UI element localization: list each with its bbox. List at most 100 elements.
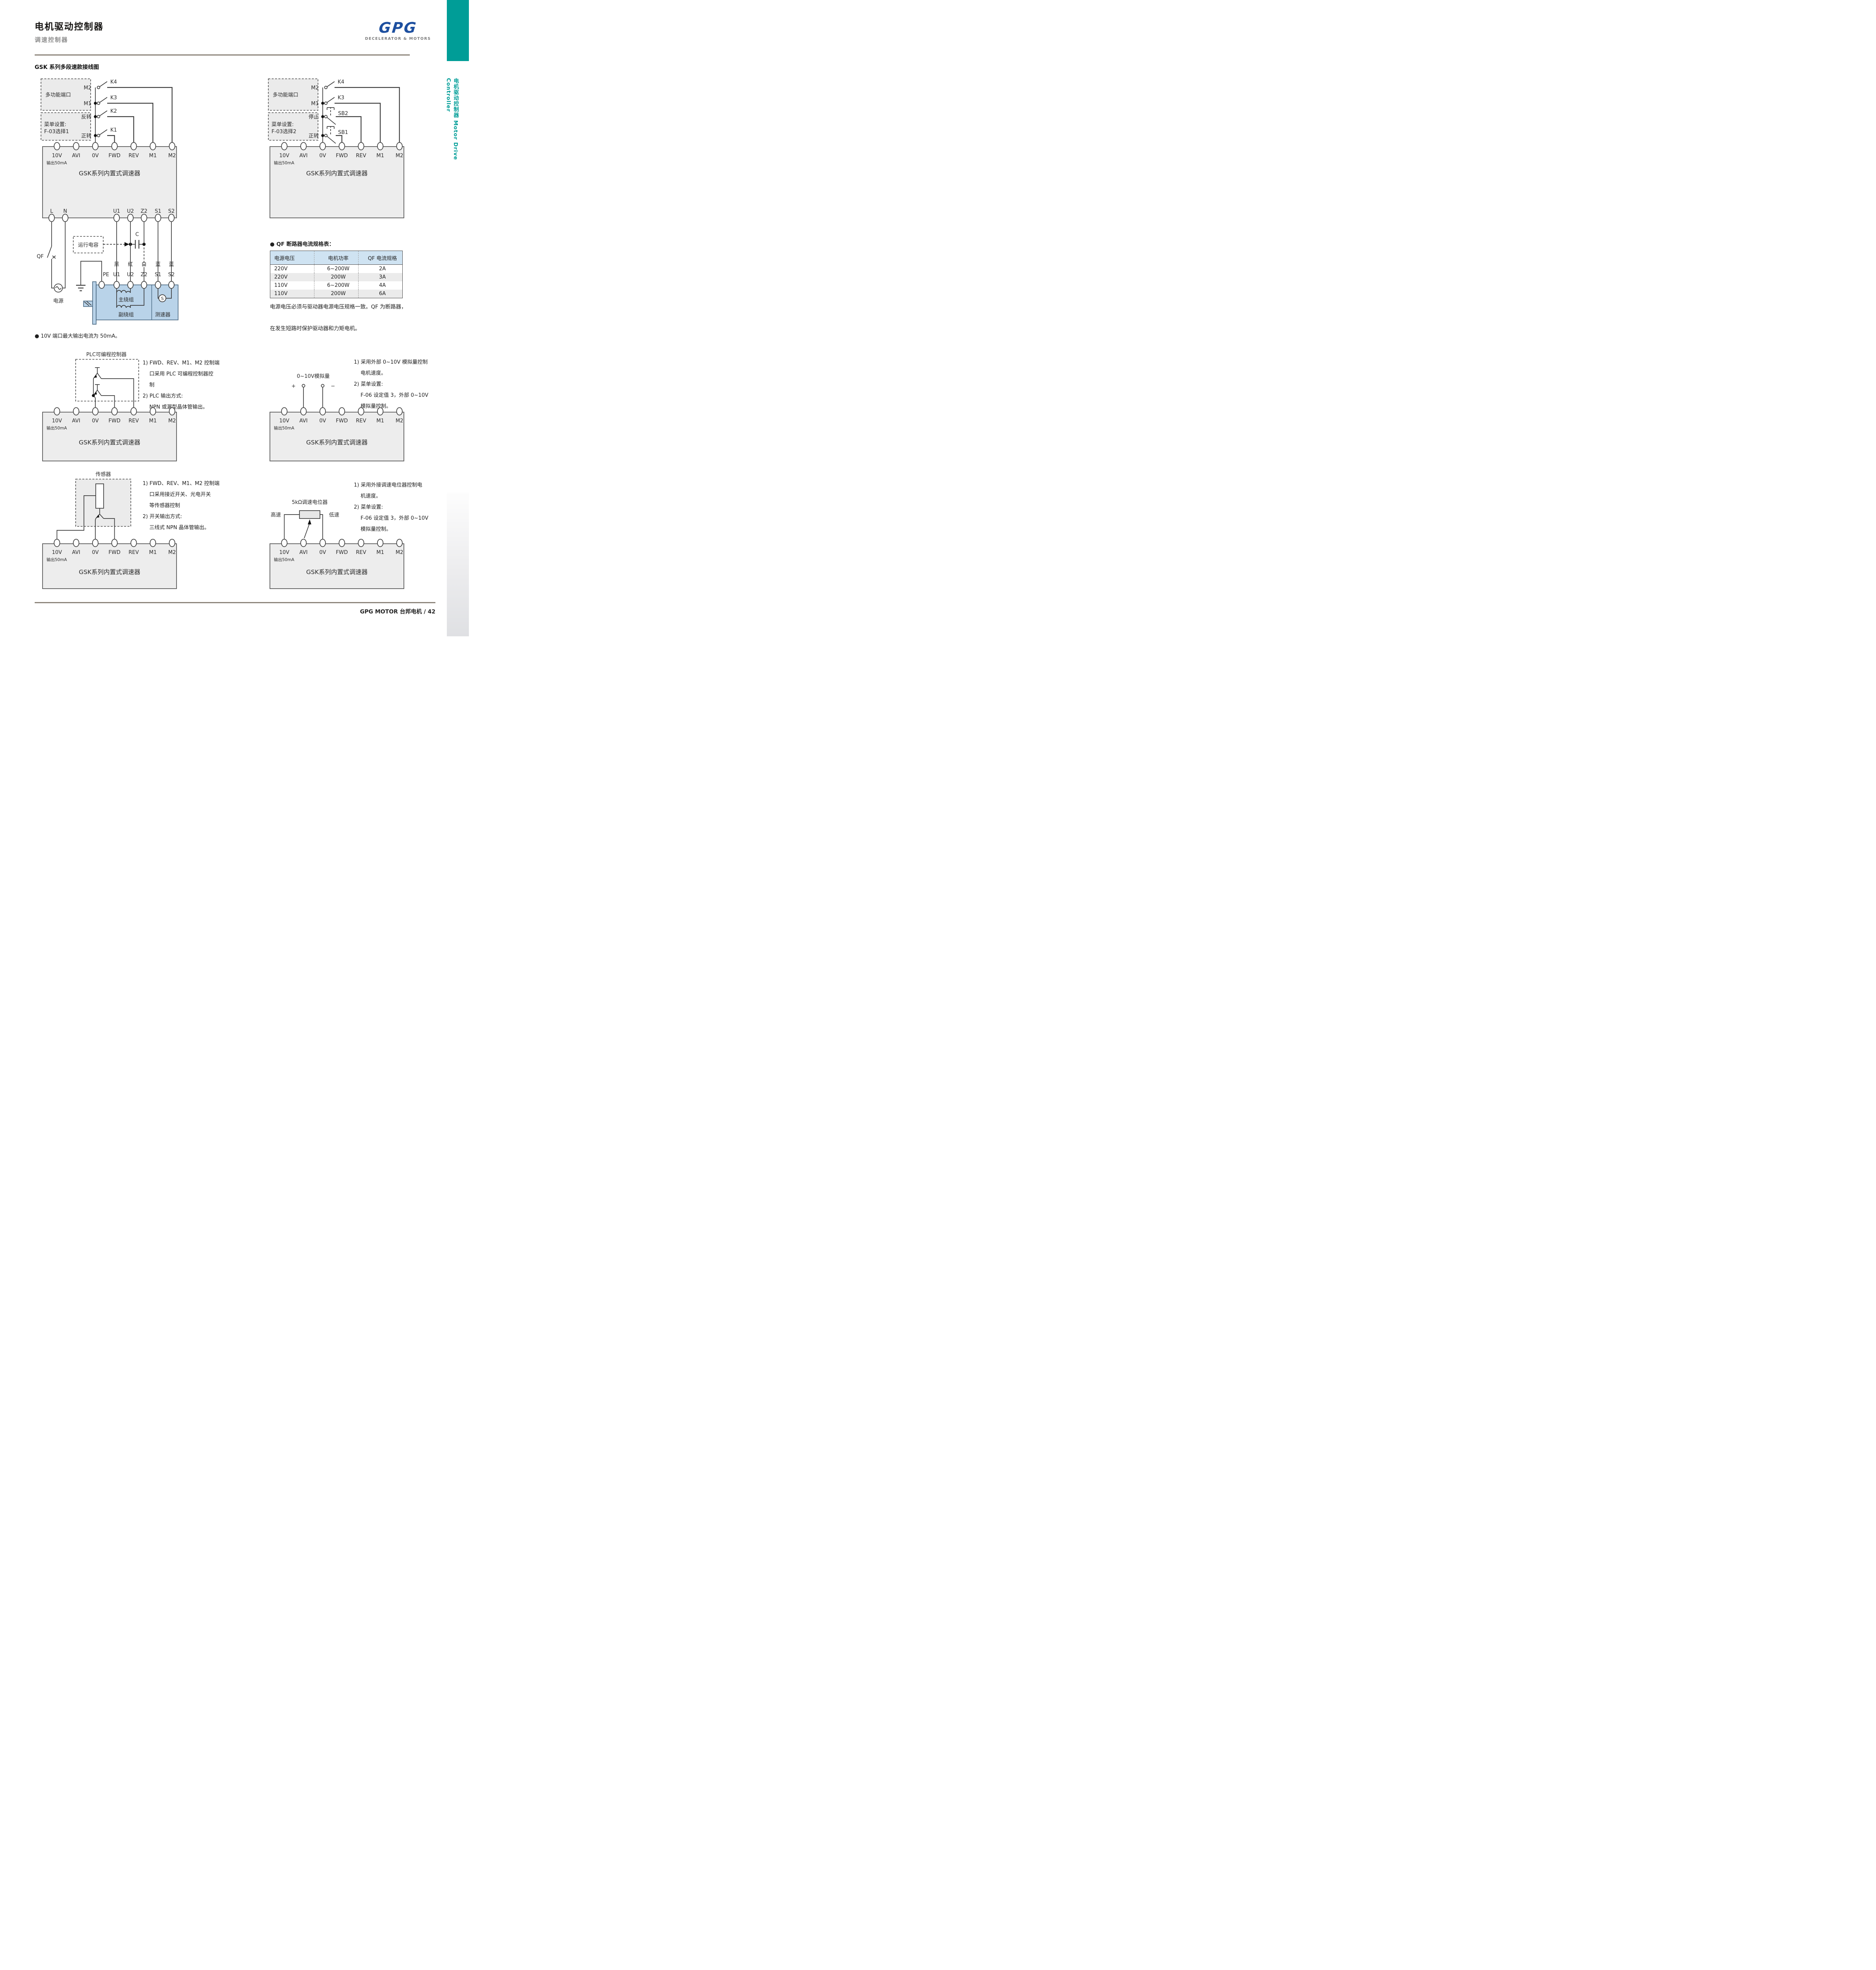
table-row: 220V 6~200W 2A: [270, 264, 403, 273]
cell-qf: 2A: [358, 264, 403, 273]
note-line: 2) 菜单设置:: [354, 381, 383, 387]
controller-box-topleft: 10V AVI 0V FWD REV M1 M2 输出50mA GSK系列内置式…: [42, 142, 177, 222]
page-title: 电机驱动控制器: [35, 22, 104, 32]
plc-diagram-notes: 1) FWD、REV、M1、M2 控制端 口采用 PLC 可编程控制器控 制 2…: [143, 358, 219, 413]
analog-diagram-notes: 1) 采用外部 0~10V 模拟量控制 电机速度。 2) 菜单设置: F-06 …: [354, 357, 428, 412]
terminal-label: REV: [356, 550, 366, 556]
multiport-label: 多功能端口: [45, 92, 71, 98]
bottom-terminal-label: Z2: [141, 208, 147, 214]
minus-label: −: [331, 383, 335, 389]
wire-color-label: 蓝: [169, 262, 174, 268]
terminal-label: AVI: [72, 153, 80, 159]
qf-label: QF: [37, 254, 44, 260]
k4-label: K4: [338, 79, 344, 85]
table-row: 110V 200W 6A: [270, 290, 403, 298]
bottom-terminal-label: S1: [155, 208, 162, 214]
cell-voltage: 110V: [270, 290, 314, 298]
note-line: 等传感器控制: [149, 503, 180, 509]
note-line: 模拟量控制。: [361, 403, 392, 409]
qf-current-spec-table: 电源电压 电机功率 QF 电流规格 220V 6~200W 2A 220V 20…: [270, 251, 403, 298]
controller-box-topright: 10V AVI 0V FWD REV M1 M2 输出50mA GSK系列内置式…: [270, 142, 404, 218]
stop-label: 停止: [309, 114, 319, 120]
terminal-label: AVI: [299, 153, 308, 159]
terminal-label: 0V: [92, 418, 99, 424]
motor-terminal-label: Z2: [141, 272, 147, 278]
plc-title: PLC可编程控制器: [86, 352, 126, 358]
terminal-label: M1: [149, 153, 157, 159]
terminal-label: FWD: [336, 550, 348, 556]
motor-body: [96, 284, 178, 320]
terminal-label: AVI: [72, 418, 80, 424]
note-line: 1) FWD、REV、M1、M2 控制端: [143, 481, 220, 487]
controller-name: GSK系列内置式调速器: [306, 439, 368, 446]
sidebar-accent-block: [447, 0, 469, 61]
qf-table-bullet: ● QF 断路器电流规格表：: [270, 241, 335, 247]
note-line: 1) 采用外接调速电位器控制电: [354, 482, 422, 488]
multiport-dashed-box: [268, 78, 318, 111]
k2-label: K2: [110, 108, 117, 114]
note-line: 口采用 PLC 可编程控制器控: [149, 371, 214, 377]
fwd-label: 正转: [309, 133, 319, 139]
terminal-label: REV: [128, 550, 139, 556]
diagram-analog-input: 0~10V模拟量 + −: [292, 374, 335, 408]
terminal-label: FWD: [108, 153, 120, 159]
cell-qf: 4A: [358, 281, 403, 290]
wire-color-label: 蓝: [155, 262, 160, 268]
pe-label: PE: [103, 272, 109, 278]
sensor-body: [95, 483, 104, 509]
footer-page-label: GPG MOTOR 台邦电机 / 42: [360, 609, 435, 615]
bottom-terminal-label: U2: [127, 208, 134, 214]
terminal-label: 0V: [92, 550, 99, 556]
note-line: 三线式 NPN 晶体管输出。: [149, 525, 210, 531]
output-current-label: 输出50mA: [46, 426, 67, 431]
diagram-sensor: 传感器: [56, 471, 131, 539]
terminal-label: 0V: [319, 550, 326, 556]
diagram-plc: PLC可编程控制器: [75, 352, 139, 408]
terminal-label: 10V: [52, 550, 62, 556]
terminal-label: M2: [168, 550, 176, 556]
tacho-s: S: [161, 296, 164, 301]
terminal-label: REV: [356, 418, 366, 424]
terminal-label: FWD: [336, 418, 348, 424]
qf-table-note: 电源电压必须与驱动器电源电压规格一致。QF 为断路器， 在发生短路时保护驱动器和…: [270, 296, 407, 340]
footer-rule: [35, 602, 435, 603]
motor-terminal-label: U1: [113, 272, 120, 278]
menu-line1: 菜单设置:: [271, 122, 294, 128]
menu-dashed-box: [41, 112, 91, 141]
cap-label: C: [135, 232, 139, 238]
output-current-label: 输出50mA: [46, 557, 67, 562]
terminal-label: 10V: [279, 153, 290, 159]
wire-color-label: 红: [128, 261, 133, 268]
cell-qf: 6A: [358, 290, 403, 298]
wiper-arrow: [308, 519, 311, 524]
logo-tagline: DECELERATOR & MOTORS: [365, 37, 431, 41]
note-line: 模拟量控制。: [361, 526, 392, 532]
terminal-label: M2: [168, 418, 176, 424]
cell-power: 6~200W: [314, 264, 359, 273]
brand-logo: GPG DECELERATOR & MOTORS: [357, 19, 439, 41]
note-line: 2) 开关输出方式:: [143, 514, 182, 520]
menu-line2: F-03选择2: [271, 129, 296, 135]
controller-box-bottomright: 10V AVI 0V FWD REV M1 M2 输出50mA GSK系列内置式…: [270, 539, 404, 589]
terminal-label: M2: [168, 153, 176, 159]
k1-label: K1: [110, 127, 117, 133]
note-line: 1) FWD、REV、M1、M2 控制端: [143, 360, 220, 366]
run-capacitor-box: [73, 236, 104, 253]
sidebar-bottom-shade: [447, 492, 469, 636]
cell-voltage: 220V: [274, 266, 288, 272]
header-rule: [35, 54, 410, 56]
plus-label: +: [292, 383, 296, 389]
wiring-diagrams: 多功能端口 M2 M1 反转 菜单设置: F-03选择1 正转 K4 K3 K2: [37, 78, 404, 589]
wire-color-label: 黑: [114, 262, 119, 268]
motor-shaft: [83, 301, 93, 307]
main-winding-label: 主绕组: [118, 297, 134, 303]
terminal-label: 0V: [319, 153, 326, 159]
diagram-multispeed-switch: 多功能端口 M2 M1 反转 菜单设置: F-03选择1 正转 K4 K3 K2: [41, 78, 173, 143]
cell-power: 200W: [314, 290, 359, 298]
menu-dashed-box: [268, 112, 318, 141]
note-line: 制: [149, 382, 155, 388]
terminal-label: REV: [128, 418, 139, 424]
note-line: 2) 菜单设置:: [354, 504, 383, 510]
sb1-label: SB1: [338, 130, 348, 136]
cell-power: 6~200W: [314, 281, 359, 290]
